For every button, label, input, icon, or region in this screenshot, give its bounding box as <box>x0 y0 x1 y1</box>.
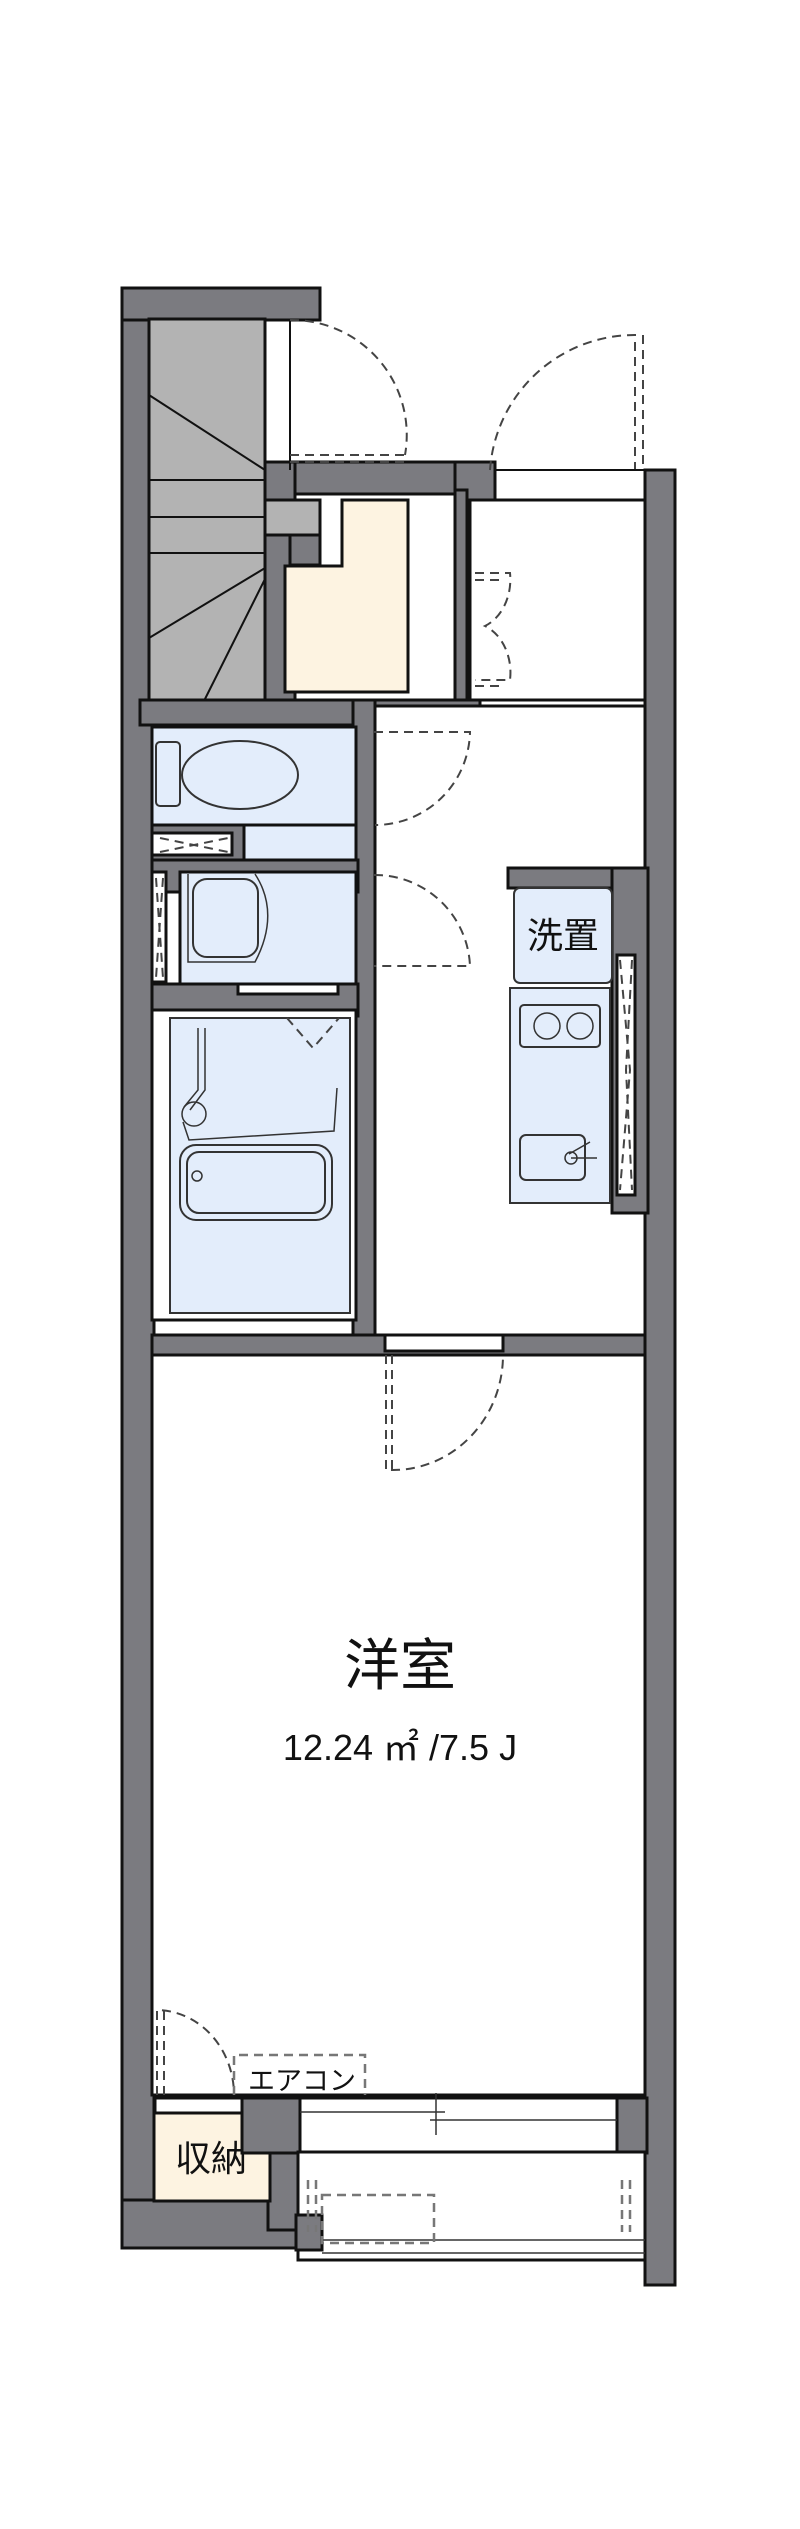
interior-walls-mid <box>150 1333 647 1357</box>
stairs <box>147 317 273 707</box>
entrance-storage <box>283 498 410 694</box>
washroom <box>150 858 360 986</box>
exterior-door[interactable] <box>489 333 645 471</box>
toilet-bowl-icon <box>181 740 299 810</box>
bathroom <box>150 982 360 1322</box>
drain-icon <box>181 1101 207 1127</box>
laundry-space <box>513 887 613 984</box>
entrance-door[interactable] <box>289 318 408 470</box>
toilet-room <box>150 725 358 862</box>
storage-door[interactable] <box>156 2008 235 2096</box>
aircon-label: エアコン <box>248 2066 356 2097</box>
kitchen: 洗置 <box>506 866 650 1215</box>
balcony <box>294 2150 647 2262</box>
western-room-area: 12.24 ㎡ /7.5 J <box>283 1727 517 1768</box>
shoe-cabinet <box>468 498 647 702</box>
washbasin-icon <box>192 878 259 958</box>
sliding-window[interactable] <box>240 2093 649 2155</box>
western-room-label: 洋室 <box>344 1634 456 1699</box>
western-room-door[interactable] <box>385 1354 504 1472</box>
toilet-door[interactable] <box>374 731 472 826</box>
toilet-tank <box>155 741 181 807</box>
aircon: エアコン <box>232 2053 367 2097</box>
washroom-door[interactable] <box>373 873 472 967</box>
western-room <box>150 1353 647 2097</box>
storage-label: 収納 <box>175 2139 247 2180</box>
laundry-label: 洗置 <box>527 916 599 957</box>
